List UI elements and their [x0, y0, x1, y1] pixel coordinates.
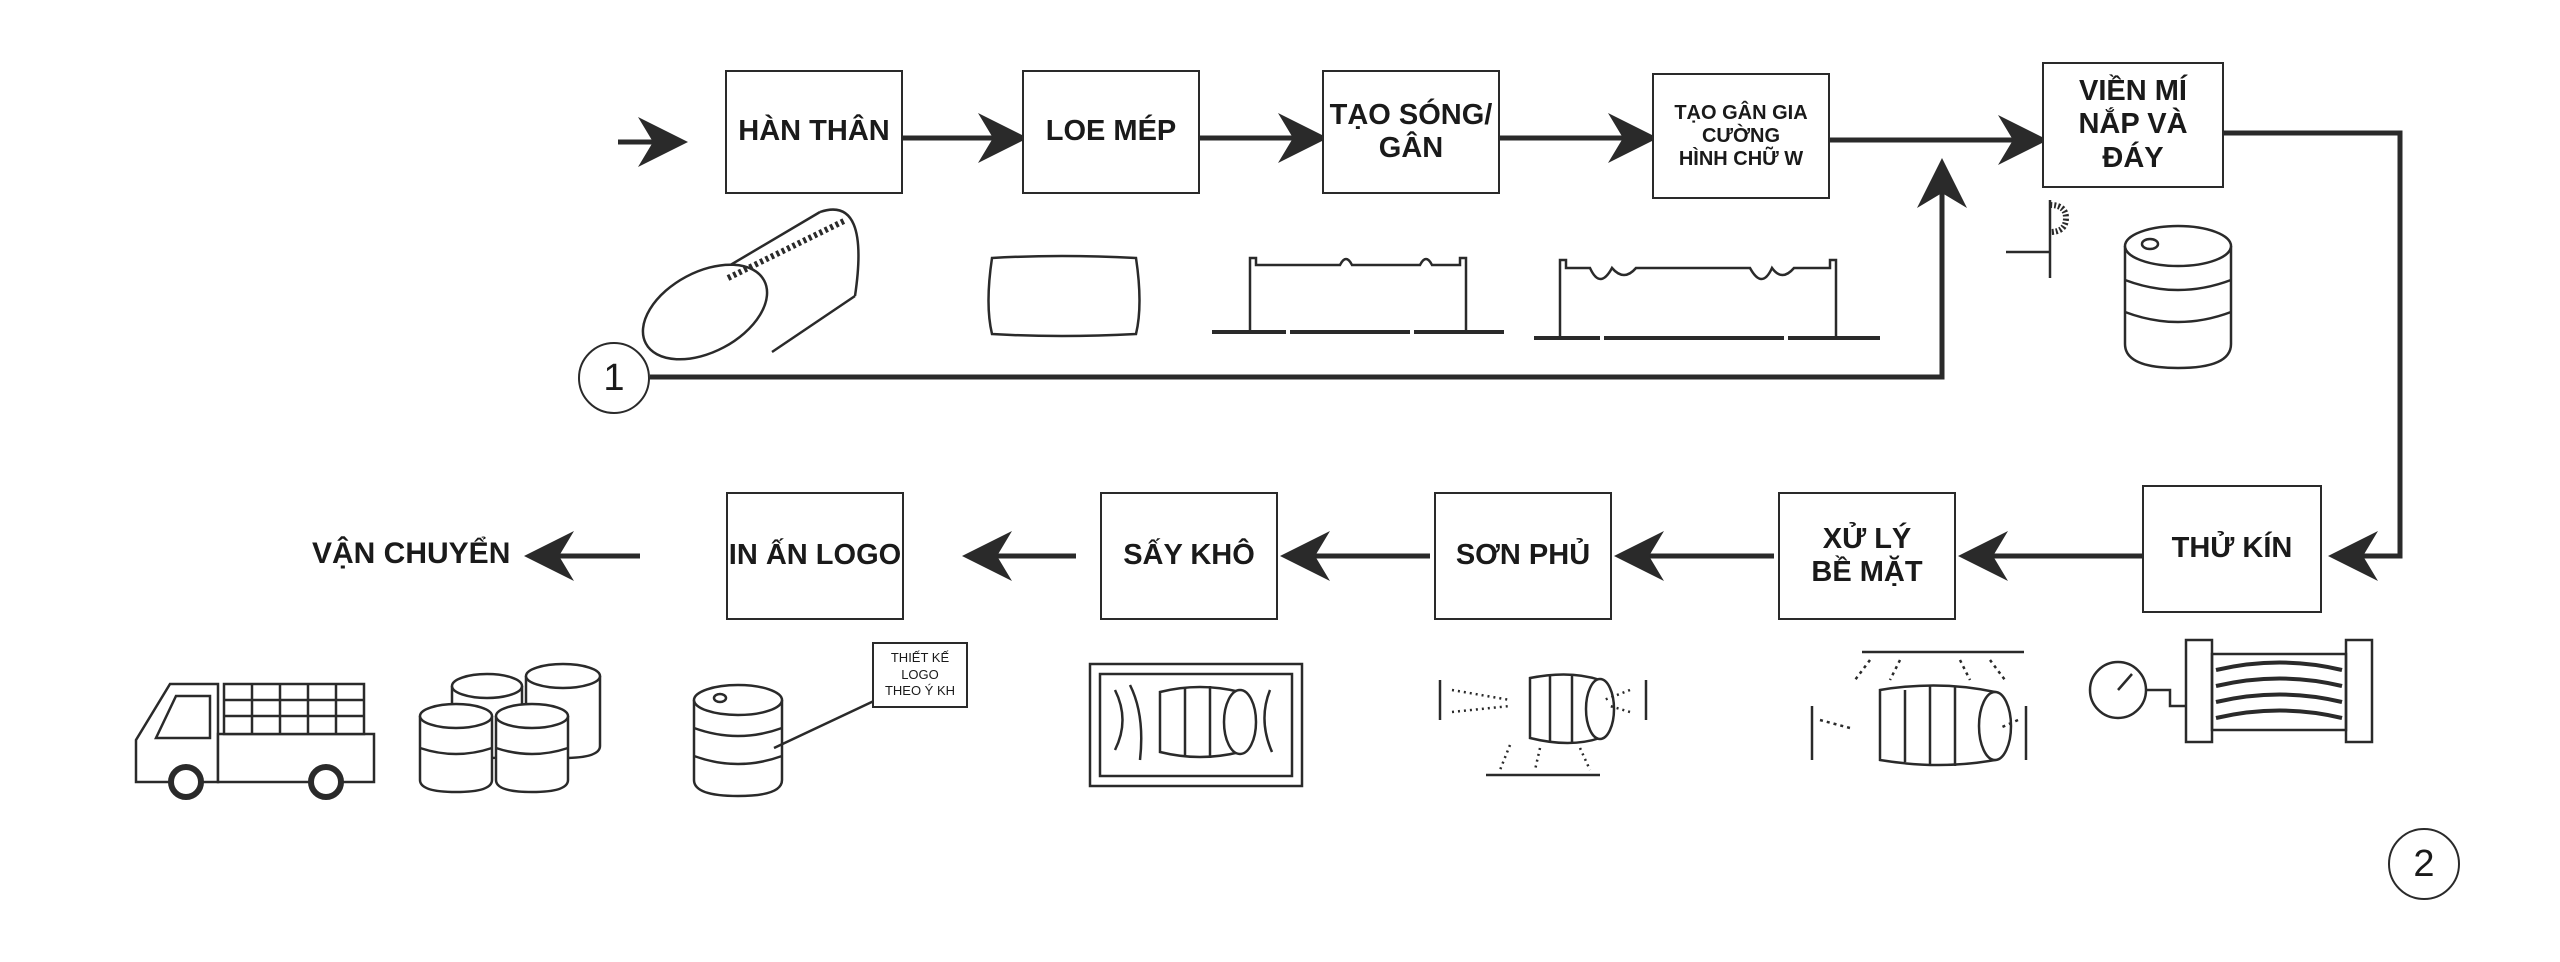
flared-shell-icon — [987, 254, 1141, 338]
surface-treatment-icon — [1810, 650, 2028, 767]
step-han-than: HÀN THÂN — [725, 70, 903, 194]
truck-icon — [134, 682, 376, 800]
painting-icon — [1438, 673, 1648, 777]
step-thu-kin: THỬ KÍN — [2142, 485, 2322, 613]
stacked-drums-icon — [418, 662, 602, 794]
corrugated-shell-icon — [1212, 256, 1504, 335]
step-say-kho: SẤY KHÔ — [1100, 492, 1278, 620]
node-2: 2 — [2388, 828, 2460, 900]
step-tao-gan-gia-cuong: TẠO GÂN GIA CƯỜNG HÌNH CHỮ W — [1652, 73, 1830, 199]
seam-detail-icon — [2006, 200, 2070, 278]
arrow-node1-loop — [650, 158, 1967, 380]
leak-test-icon — [2088, 638, 2374, 744]
logo-print-drum-icon — [692, 683, 877, 798]
drying-oven-icon — [1088, 662, 1304, 788]
step-son-phu: SƠN PHỦ — [1434, 492, 1612, 620]
step-xu-ly-be-mat: XỬ LÝ BỀ MẶT — [1778, 492, 1956, 620]
drum-icon — [2123, 224, 2233, 370]
arrow-down-right — [2224, 130, 2403, 581]
welded-cylinder-icon — [641, 208, 860, 361]
end-label-van-chuyen: VẬN CHUYỂN — [312, 537, 511, 570]
step-vien-mi: VIỀN MÍ NẮP VÀ ĐÁY — [2042, 62, 2224, 188]
w-rib-shell-icon — [1534, 258, 1880, 341]
step-in-an-logo: IN ẤN LOGO — [726, 492, 904, 620]
node-1: 1 — [578, 342, 650, 414]
step-tao-song-gan: TẠO SÓNG/ GÂN — [1322, 70, 1500, 194]
step-loe-mep: LOE MÉP — [1022, 70, 1200, 194]
logo-design-note: THIẾT KẾ LOGO THEO Ý KH — [872, 642, 968, 708]
